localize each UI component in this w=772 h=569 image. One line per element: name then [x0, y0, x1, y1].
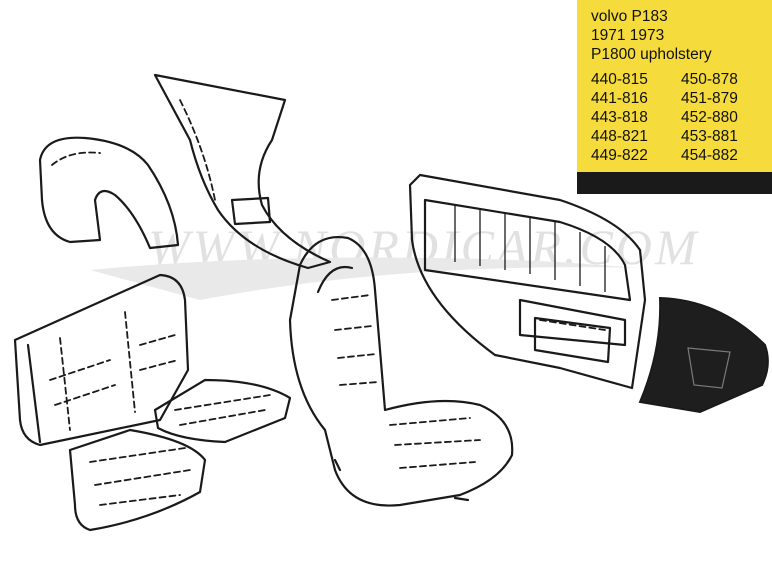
part-number: 451-879	[681, 90, 738, 107]
part-number: 449-822	[591, 147, 648, 164]
part-number: 450-878	[681, 71, 738, 88]
part-number: 454-882	[681, 147, 738, 164]
label-description: P1800 upholstery	[591, 46, 712, 63]
rear-side-panel	[153, 73, 332, 270]
door-panel	[408, 173, 647, 390]
watermark-swoosh	[90, 257, 640, 300]
part-number: 448-821	[591, 128, 648, 145]
part-number: 453-881	[681, 128, 738, 145]
label-model: volvo P183	[591, 8, 668, 25]
front-seat	[288, 236, 514, 507]
label-years: 1971 1973	[591, 27, 665, 44]
part-label-box: volvo P183 1971 1973 P1800 upholstery 44…	[577, 0, 772, 194]
rear-seat-backrest	[13, 273, 190, 447]
part-number: 443-818	[591, 109, 648, 126]
kick-panel	[638, 296, 769, 414]
label-bottom-bar	[577, 172, 772, 194]
rear-seat-cushion	[68, 428, 207, 532]
part-number: 441-816	[591, 90, 648, 107]
part-number: 452-880	[681, 109, 738, 126]
wheel-arch-panel	[38, 136, 180, 250]
seat-cushion-pad	[153, 378, 292, 444]
part-number: 440-815	[591, 71, 648, 88]
